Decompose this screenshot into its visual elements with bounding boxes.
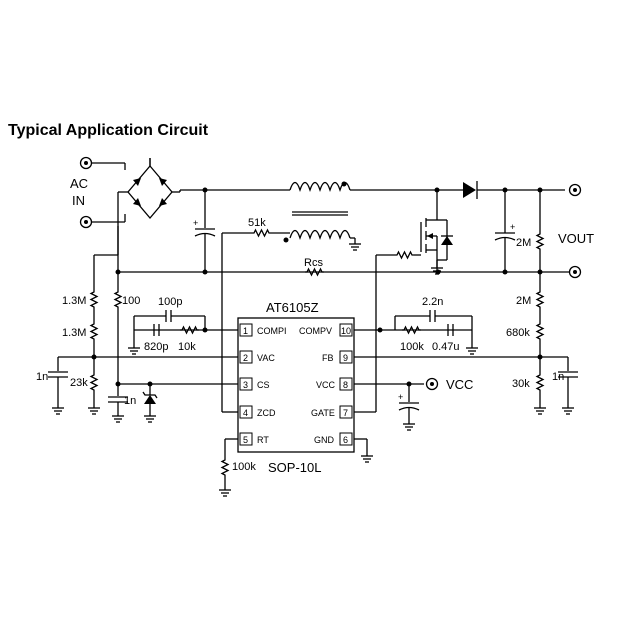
r-compi-label: 10k — [178, 341, 196, 353]
pin-3-num: 3 — [243, 380, 248, 390]
power-mosfet — [420, 190, 453, 272]
input-capacitor: + — [193, 190, 216, 272]
pin-7: 7 GATE — [311, 405, 353, 419]
pin-10-num: 10 — [341, 326, 351, 336]
c-compi-label: 820p — [144, 341, 168, 353]
svg-text:+: + — [510, 222, 515, 232]
r-vac-bot-label: 23k — [70, 377, 88, 389]
svg-text:+: + — [398, 392, 403, 402]
cs-zener-diode — [142, 384, 158, 410]
pin-8-name: VCC — [316, 380, 336, 390]
pin-3-name: CS — [257, 380, 270, 390]
pin-4: 4 ZCD — [239, 405, 276, 419]
r-vac-mid-label: 1.3M — [62, 327, 86, 339]
pin-6-num: 6 — [343, 435, 348, 445]
c-fb-label: 1n — [552, 371, 564, 383]
vout-label: VOUT — [558, 231, 594, 246]
vcc-label: VCC — [446, 377, 473, 392]
pin-10: 10 COMPV — [299, 323, 353, 337]
pin-1-name: COMPI — [257, 326, 287, 336]
pin-8-num: 8 — [343, 380, 348, 390]
chip-name: AT6105Z — [266, 300, 319, 315]
pin-8: 8 VCC — [316, 377, 353, 391]
pin-1-num: 1 — [243, 326, 248, 336]
rcs-label: Rcs — [304, 257, 323, 269]
c-cs-label: 1n — [124, 395, 136, 407]
pin-2: 2 VAC — [239, 350, 275, 364]
r-out-top-label: 2M — [516, 237, 531, 249]
controller-ic: AT6105Z SOP-10L 1 COMPI 2 VAC 3 CS 4 ZCD… — [237, 300, 355, 475]
page-title: Typical Application Circuit — [8, 122, 209, 139]
r-cs-label: 100 — [122, 295, 140, 307]
r-compv-label: 100k — [400, 341, 424, 353]
r-vac-top-label: 1.3M — [62, 295, 86, 307]
pin-9-name: FB — [322, 353, 334, 363]
r-fb-1-label: 2M — [516, 295, 531, 307]
c-compv-label: 0.47u — [432, 341, 460, 353]
pin-6: 6 GND — [314, 432, 353, 446]
r-fb-2-label: 680k — [506, 327, 530, 339]
ac-input-terminals — [79, 156, 126, 229]
pin-10-name: COMPV — [299, 326, 332, 336]
r-zcd-label: 51k — [248, 217, 266, 229]
svg-text:+: + — [193, 218, 198, 228]
pin-4-num: 4 — [243, 408, 248, 418]
pin-9-num: 9 — [343, 353, 348, 363]
pin-4-name: ZCD — [257, 408, 276, 418]
pin-1: 1 COMPI — [239, 323, 287, 337]
pin-5: 5 RT — [239, 432, 269, 446]
c-compi-top-label: 100p — [158, 296, 182, 308]
vcc-capacitor: + — [398, 384, 420, 418]
pin-2-name: VAC — [257, 353, 275, 363]
r-fb-bot-label: 30k — [512, 378, 530, 390]
pin-7-num: 7 — [343, 408, 348, 418]
pin-3: 3 CS — [239, 377, 270, 391]
c-vac-label: 1n — [36, 371, 48, 383]
output-capacitor: + — [494, 190, 516, 272]
boost-inductor — [283, 181, 355, 243]
r-rt-label: 100k — [232, 461, 256, 473]
bridge-rectifier — [127, 158, 181, 220]
chip-package: SOP-10L — [268, 460, 321, 475]
output-diode — [463, 181, 478, 199]
pin-5-num: 5 — [243, 435, 248, 445]
pin-5-name: RT — [257, 435, 269, 445]
ac-in-label-1: AC — [70, 176, 88, 191]
pin-9: 9 FB — [322, 350, 353, 364]
ac-in-label-2: IN — [72, 193, 85, 208]
pin-2-num: 2 — [243, 353, 248, 363]
pin-6-name: GND — [314, 435, 335, 445]
c-compv-top-label: 2.2n — [422, 296, 443, 308]
pin-7-name: GATE — [311, 408, 335, 418]
